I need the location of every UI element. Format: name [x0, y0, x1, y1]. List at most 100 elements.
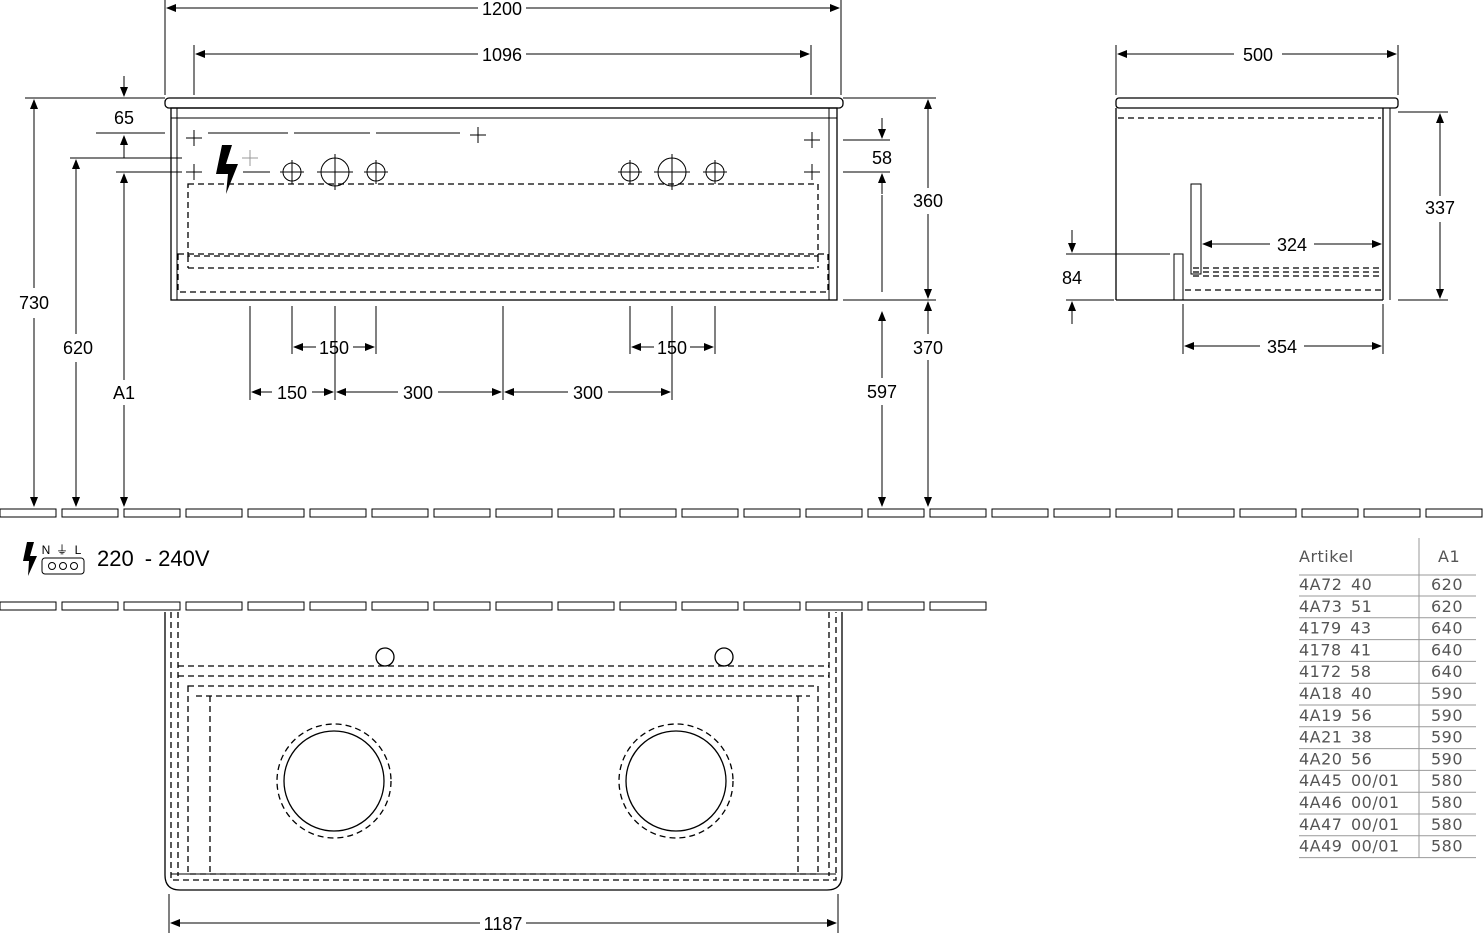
floor-tile: [0, 508, 57, 518]
floor-tile: [619, 508, 677, 518]
table-cell-a1: 590: [1431, 706, 1463, 725]
table-cell-artikel: 4A46 00/01: [1299, 793, 1400, 812]
table-cell-a1: 620: [1431, 575, 1463, 594]
table-cell-a1: 580: [1431, 771, 1463, 790]
table-cell-a1: 590: [1431, 684, 1463, 703]
connection-circles-right: [618, 154, 727, 190]
floor-tile: [433, 601, 491, 611]
floor-line-lower: [0, 601, 987, 611]
floor-tile: [371, 508, 429, 518]
floor-tile: [743, 508, 801, 518]
mount-crosshairs: [186, 127, 820, 180]
terminal-earth-label: ⏚: [56, 543, 68, 557]
floor-tile: [681, 601, 739, 611]
dim-plinth: 84: [1062, 268, 1082, 288]
power-bolt-icon: [216, 145, 238, 194]
dim-plan-width: 1187: [484, 914, 523, 933]
floor-tile: [929, 601, 987, 611]
countertop: [164, 97, 844, 109]
floor-tile: [1301, 508, 1359, 518]
floor-tile: [867, 508, 925, 518]
table-cell-a1: 590: [1431, 749, 1463, 768]
floor-tile: [1177, 508, 1235, 518]
table-cell-a1: 640: [1431, 662, 1463, 681]
floor-tile: [433, 508, 491, 518]
dim-overall-width: 1200: [482, 0, 522, 19]
floor-line-upper: [0, 508, 1483, 518]
dim-total-height: 730: [19, 293, 49, 313]
dim-inner-depth: 324: [1277, 235, 1307, 255]
floor-tile: [557, 508, 615, 518]
floor-tile: [743, 601, 801, 611]
front-view: 1200 1096: [19, 0, 943, 507]
plan-view: 1187: [164, 612, 843, 933]
floor-tile: [1053, 508, 1111, 518]
dim-a1-label: A1: [113, 383, 135, 403]
dim-bottom-height: 370: [913, 338, 943, 358]
table-cell-artikel: 4A21 38: [1299, 728, 1372, 747]
floor-tile: [619, 601, 677, 611]
floor-tile: [185, 601, 243, 611]
table-cell-a1: 580: [1431, 793, 1463, 812]
drawer-dashed: [187, 183, 819, 257]
floor-tile: [1239, 508, 1297, 518]
floor-tile: [61, 601, 119, 611]
table-cell-artikel: 4A18 40: [1299, 684, 1372, 703]
floor-tile: [371, 601, 429, 611]
dim-inner-width: 1096: [482, 45, 522, 65]
dim-cabinet-height: 360: [913, 191, 943, 211]
dim-depth: 500: [1243, 45, 1273, 65]
dim-spacing-150-left: 150: [319, 338, 349, 358]
floor-tile: [185, 508, 243, 518]
floor-tile: [805, 601, 863, 611]
terminal-l-label: L: [75, 543, 82, 557]
dim-spacing-150-bottom: 150: [277, 383, 307, 403]
floor-tile: [123, 508, 181, 518]
dim-side-height: 337: [1425, 198, 1455, 218]
floor-tile: [309, 508, 367, 518]
floor-tile: [247, 508, 305, 518]
table-cell-artikel: 4A72 40: [1299, 575, 1372, 594]
table-cell-artikel: 4A20 56: [1299, 749, 1372, 768]
dim-side-offset: 58: [872, 148, 892, 168]
floor-tile: [1115, 508, 1173, 518]
tap-hole-right: [714, 647, 734, 667]
table-cell-a1: 590: [1431, 728, 1463, 747]
table-cell-artikel: 4A73 51: [1299, 597, 1372, 616]
power-bolt-legend-icon: [23, 542, 37, 576]
floor-tile: [929, 508, 987, 518]
terminal-n-label: N: [42, 543, 51, 557]
floor-tile: [1363, 508, 1421, 518]
voltage-label: 220 - 240V: [97, 546, 210, 571]
table-cell-a1: 580: [1431, 815, 1463, 834]
floor-tile: [867, 601, 925, 611]
table-cell-artikel: 4172 58: [1299, 662, 1372, 681]
table-cell-a1: 580: [1431, 837, 1463, 856]
table-cell-artikel: 4179 43: [1299, 619, 1372, 638]
table-header-artikel: Artikel: [1299, 547, 1354, 566]
basin-cutout-right: [618, 723, 734, 839]
table-cell-artikel: 4A49 00/01: [1299, 837, 1400, 856]
terminal-block-icon: [41, 557, 85, 575]
floor-tile: [557, 601, 615, 611]
cabinet-body: [170, 107, 838, 301]
floor-tile: [247, 601, 305, 611]
table-cell-a1: 620: [1431, 597, 1463, 616]
floor-tile: [495, 508, 553, 518]
table-cell-artikel: 4A45 00/01: [1299, 771, 1400, 790]
floor-tile: [0, 601, 57, 611]
dim-spacing-300-a: 300: [403, 383, 433, 403]
floor-tile: [309, 601, 367, 611]
artikel-table: Artikel A1 4A72 40 620 4A73 51 620 4179 43 64…: [1299, 538, 1476, 859]
table-cell-artikel: 4178 41: [1299, 640, 1372, 659]
dim-bottom-depth: 354: [1267, 337, 1297, 357]
table-header-a1: A1: [1438, 547, 1460, 566]
table-cell-a1: 640: [1431, 619, 1463, 638]
dim-floor-to-bottom: 597: [867, 382, 897, 402]
dim-spacing-300-b: 300: [573, 383, 603, 403]
table-cell-artikel: 4A47 00/01: [1299, 815, 1400, 834]
tap-hole-left: [375, 647, 395, 667]
table-cell-a1: 640: [1431, 640, 1463, 659]
side-view: 500 337 324 84 354: [1062, 45, 1455, 357]
